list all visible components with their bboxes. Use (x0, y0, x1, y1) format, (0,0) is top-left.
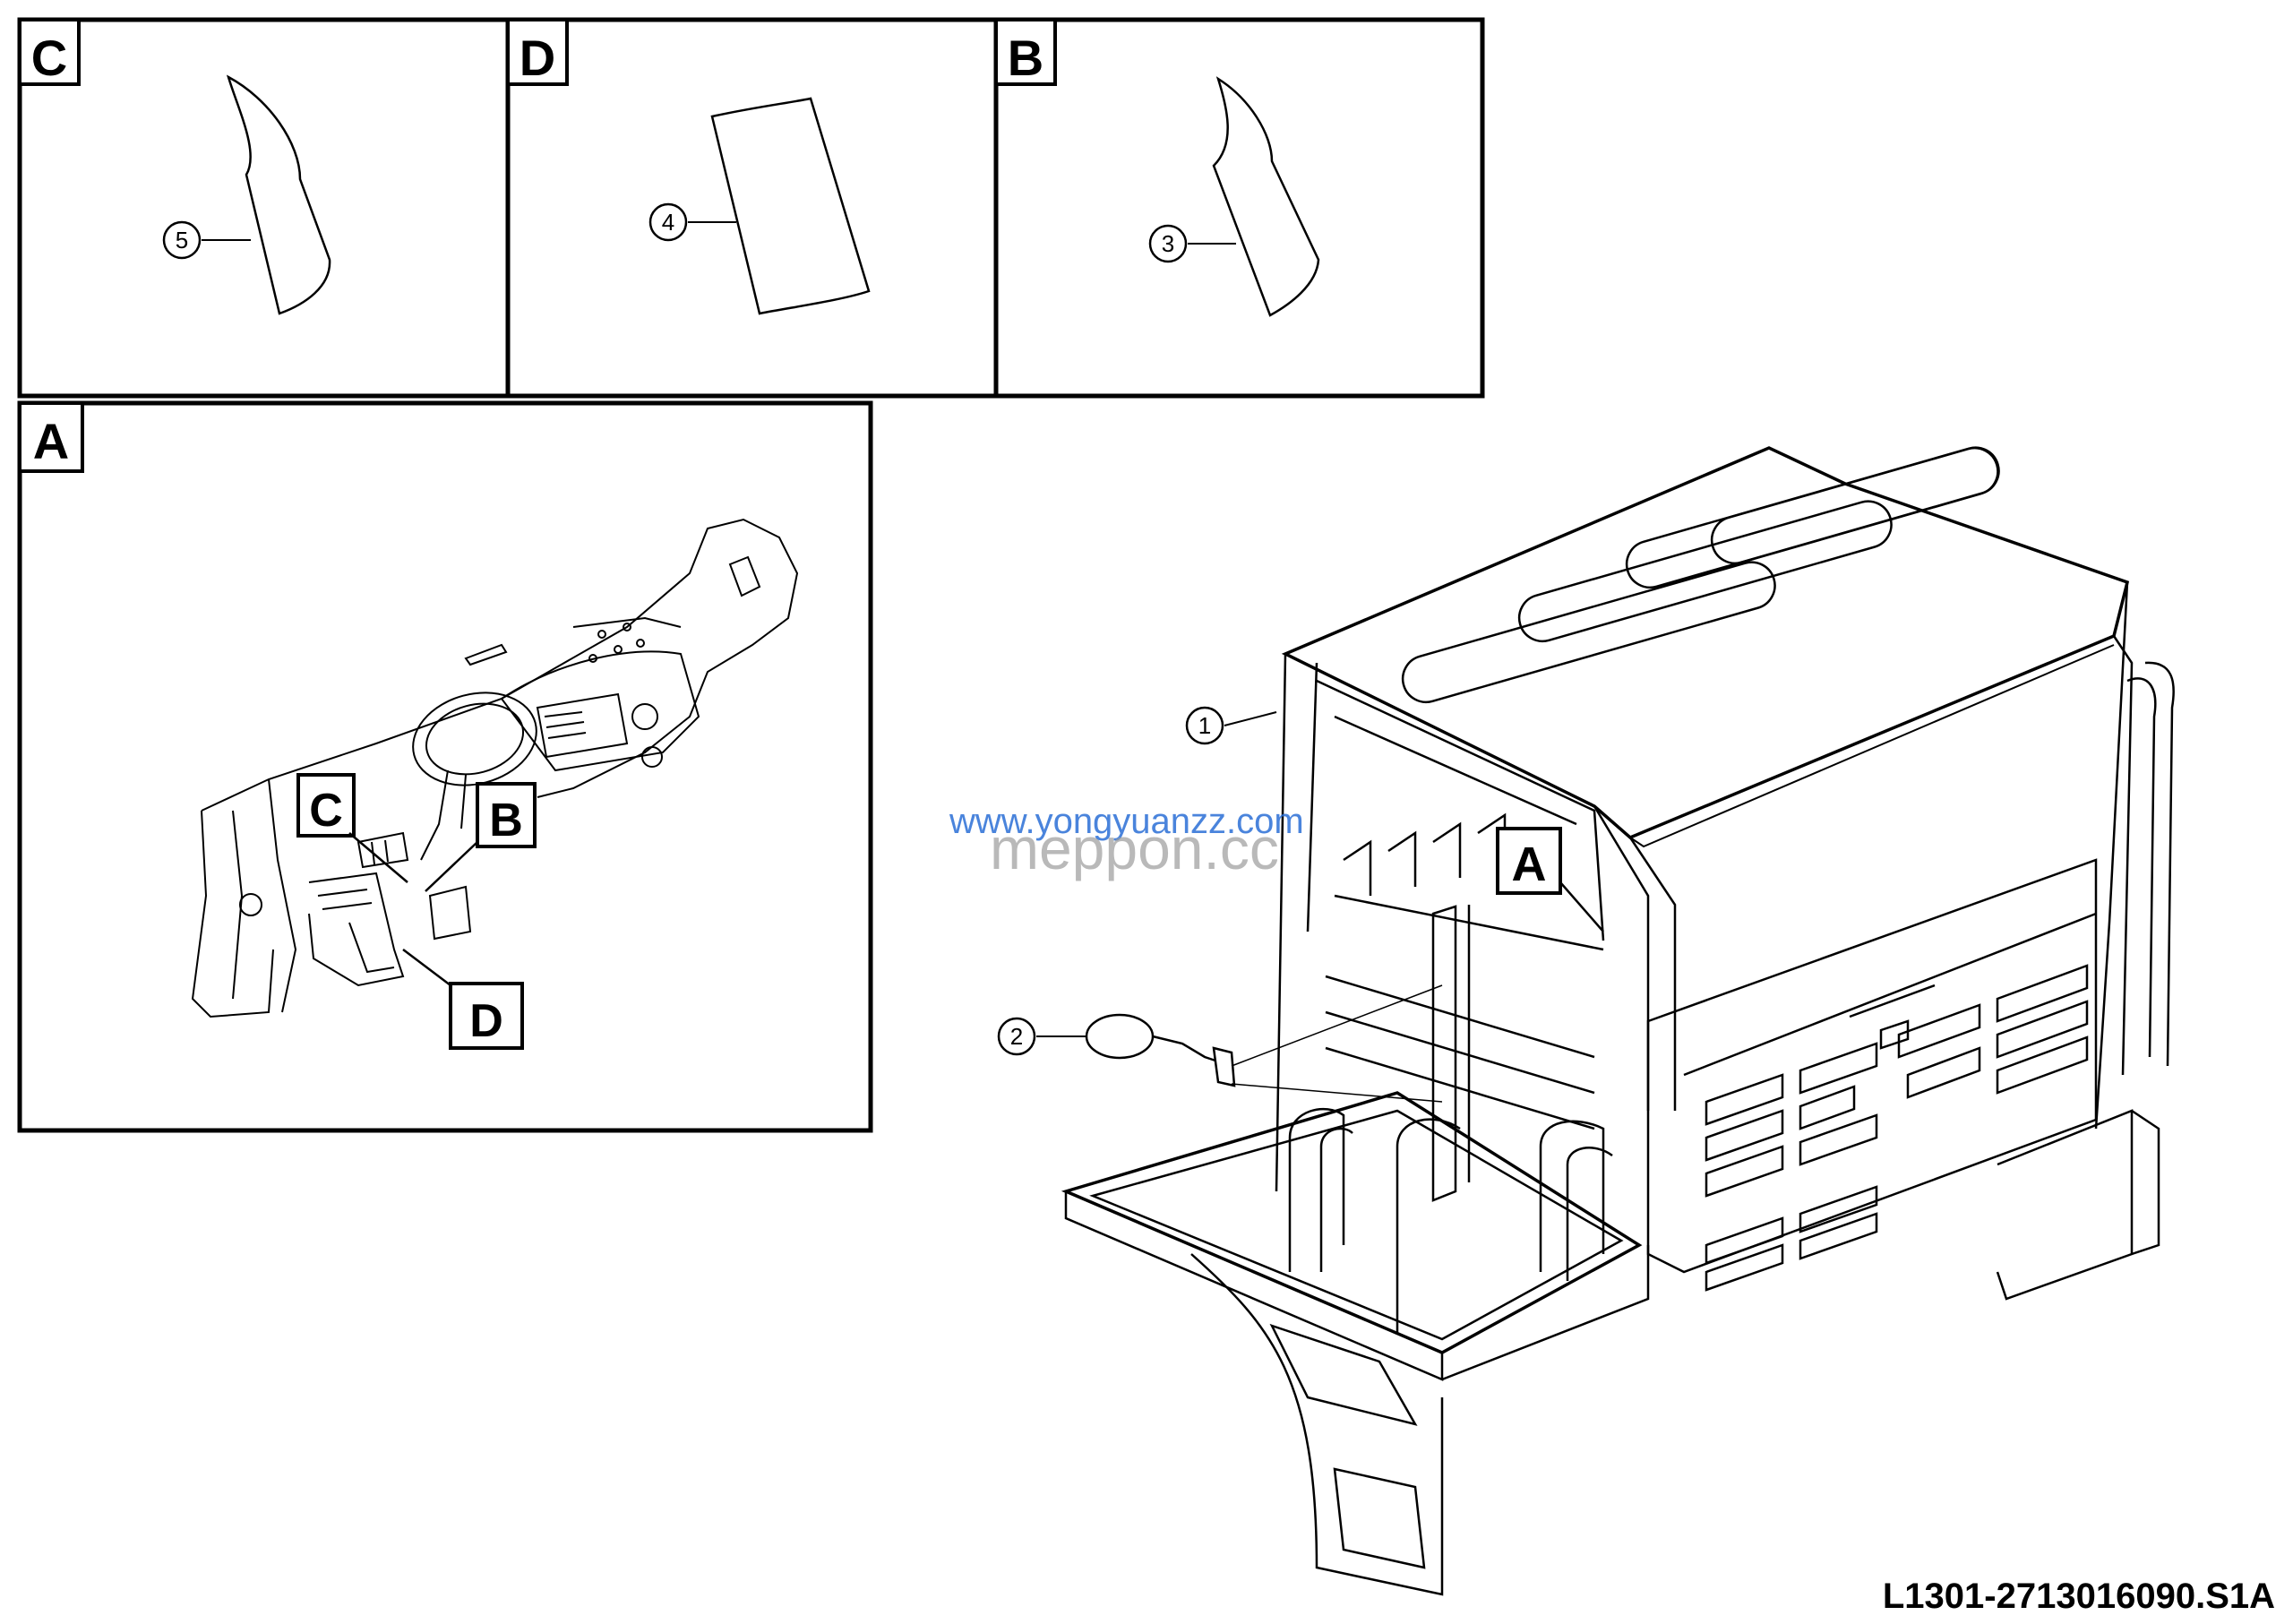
callout-2: 2 (997, 1017, 1086, 1056)
callout-2-number: 2 (1010, 1023, 1023, 1050)
panel-a-label: A (33, 413, 69, 469)
panel-d-label: D (520, 30, 555, 86)
sticker-3-shape (1212, 76, 1320, 317)
flag-b: B (425, 782, 537, 892)
callout-5-number: 5 (176, 227, 188, 253)
watermark-url: www.yongyuanzz.com (949, 802, 1304, 841)
dashboard-drawing (191, 518, 799, 1018)
detail-panel-c: C 5 (17, 17, 511, 399)
panel-c-label: C (31, 30, 67, 86)
flag-c: C (296, 773, 408, 883)
panel-b-label: B (1008, 30, 1043, 86)
flag-a-letter: A (1512, 838, 1547, 891)
document-code: L1301-2713016090.S1A (1883, 1577, 2275, 1616)
sticker-5-shape (226, 74, 331, 315)
callout-5-circle (162, 220, 202, 260)
flag-b-letter: B (489, 795, 523, 846)
flag-c-letter: C (309, 785, 343, 837)
watermark-brand: meppon.cc (990, 815, 1279, 881)
flag-a: A (1496, 827, 1604, 932)
detail-panel-d: D 4 (505, 17, 999, 399)
callout-4-number: 4 (662, 209, 674, 236)
sticker-4-shape (710, 97, 871, 315)
flag-d: D (402, 949, 524, 1050)
callout-4-circle (648, 202, 688, 242)
detail-panel-a: A (17, 400, 873, 1133)
callout-3-number: 3 (1162, 230, 1174, 257)
cab-drawing (1061, 446, 2175, 1596)
callout-3-circle (1148, 224, 1188, 263)
mirror-assembly (1085, 984, 1443, 1103)
callout-1-number: 1 (1198, 712, 1211, 739)
callout-1: 1 (1185, 706, 1277, 745)
detail-panel-b: B 3 (993, 17, 1485, 399)
flag-d-letter: D (469, 995, 503, 1047)
